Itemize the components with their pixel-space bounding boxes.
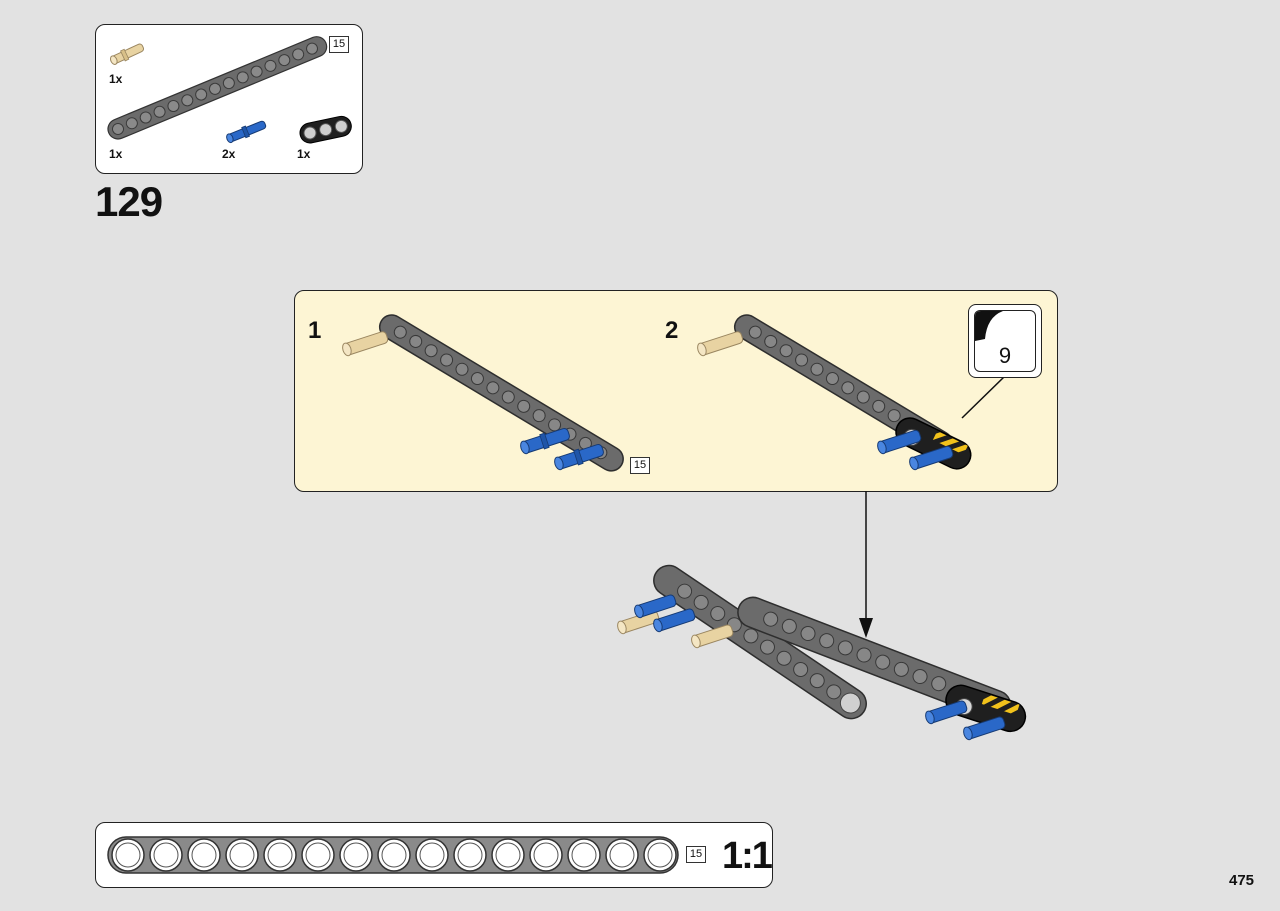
- scale-hole: [187, 838, 221, 872]
- scale-hole: [415, 838, 449, 872]
- callout-leader-line: [961, 375, 1006, 419]
- scale-hole-rim: [457, 842, 483, 868]
- scale-hole-rim: [229, 842, 255, 868]
- blue-pin-qty: 2x: [222, 147, 236, 161]
- substep-1-length-badge: 15: [630, 457, 650, 474]
- scale-hole: [301, 838, 335, 872]
- scale-hole-rim: [267, 842, 293, 868]
- tan-pin-qty: 1x: [109, 72, 123, 86]
- scale-hole-rim: [381, 842, 407, 868]
- scale-hole-rim: [153, 842, 179, 868]
- substep-2-number: 2: [665, 317, 679, 344]
- submodel-callout: 9: [968, 304, 1042, 378]
- callout-page-icon: 9: [974, 310, 1036, 372]
- scale-hole-rim: [495, 842, 521, 868]
- scale-hole-rim: [191, 842, 217, 868]
- scale-hole: [529, 838, 563, 872]
- scale-hole-rim: [305, 842, 331, 868]
- scale-hole: [605, 838, 639, 872]
- black-beam-qty: 1x: [297, 147, 311, 161]
- substep-1-number: 1: [308, 317, 322, 344]
- scale-hole: [225, 838, 259, 872]
- scale-hole: [453, 838, 487, 872]
- scale-length-badge: 15: [686, 846, 706, 863]
- scale-hole: [111, 838, 145, 872]
- gray-beam-15-icon: [107, 36, 328, 140]
- scale-hole-rim: [647, 842, 673, 868]
- scale-beam: [107, 836, 679, 874]
- parts-list-art: [107, 36, 352, 144]
- scale-hole-rim: [115, 842, 141, 868]
- scale-hole-rim: [533, 842, 559, 868]
- page-curl-icon: [975, 311, 1003, 341]
- scale-hole: [643, 838, 677, 872]
- page-number: 475: [1229, 872, 1255, 889]
- assembly-arrow: [859, 491, 873, 638]
- scale-hole: [263, 838, 297, 872]
- step-number: 129: [95, 178, 163, 225]
- tan-pin-icon: [109, 43, 145, 65]
- scale-hole: [149, 838, 183, 872]
- scale-hole-rim: [571, 842, 597, 868]
- scale-hole-rim: [343, 842, 369, 868]
- parts-list-box: 1x 1x 2x 1x 15: [95, 24, 363, 174]
- scale-hole: [491, 838, 525, 872]
- callout-number: 9: [998, 343, 1012, 368]
- scale-hole-rim: [609, 842, 635, 868]
- beam-length-badge: 15: [329, 36, 349, 53]
- scale-hole: [339, 838, 373, 872]
- scale-reference-box: 15 1:1: [95, 822, 773, 888]
- black-beam-3-icon: [299, 115, 352, 144]
- substep-1-assembly: [342, 314, 624, 472]
- substep-2-assembly: [697, 314, 1006, 471]
- scale-hole-rim: [419, 842, 445, 868]
- combined-assembly: [617, 564, 1027, 741]
- gray-beam-qty: 1x: [109, 147, 123, 161]
- scale-label: 1:1: [722, 835, 773, 877]
- blue-pin-icon: [226, 120, 267, 144]
- scale-hole: [567, 838, 601, 872]
- scale-hole: [377, 838, 411, 872]
